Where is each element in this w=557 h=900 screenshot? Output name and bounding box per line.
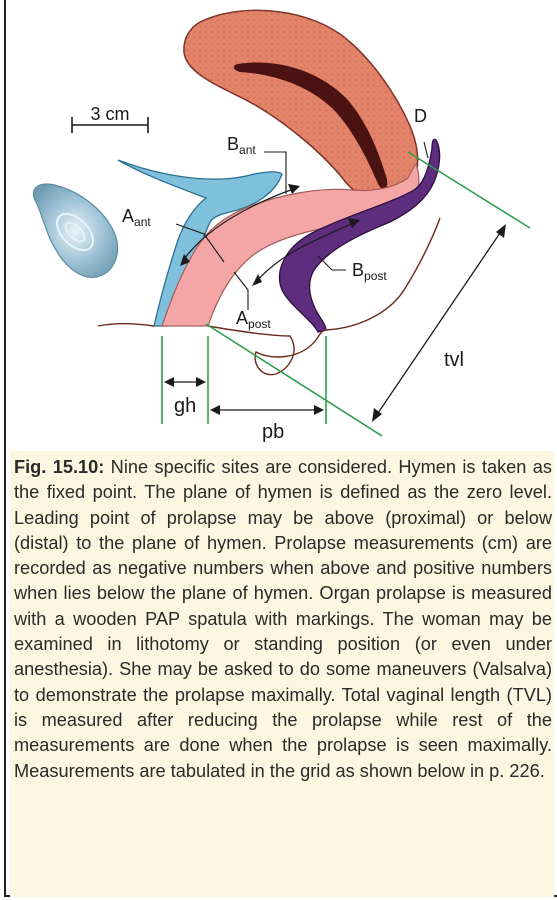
- scale-bar-label: 3 cm: [90, 104, 129, 124]
- caption-figure-label: Fig. 15.10:: [14, 457, 104, 477]
- label-d: D: [414, 106, 427, 126]
- label-a-post: Apost: [236, 308, 271, 331]
- ovary-shape: [33, 184, 117, 277]
- label-gh: gh: [174, 395, 196, 417]
- label-pb: pb: [262, 421, 284, 443]
- label-b-ant: Bant: [227, 134, 256, 157]
- uterus-shape: [184, 10, 418, 200]
- label-b-post: Bpost: [352, 260, 387, 283]
- pop-q-diagram: 3 cm Bant Aant: [6, 0, 557, 450]
- label-tvl: tvl: [444, 349, 464, 371]
- caption-text: Nine specific sites are considered. Hyme…: [14, 457, 552, 781]
- figure-caption: Fig. 15.10: Nine specific sites are cons…: [14, 455, 552, 784]
- label-a-ant: Aant: [122, 206, 151, 229]
